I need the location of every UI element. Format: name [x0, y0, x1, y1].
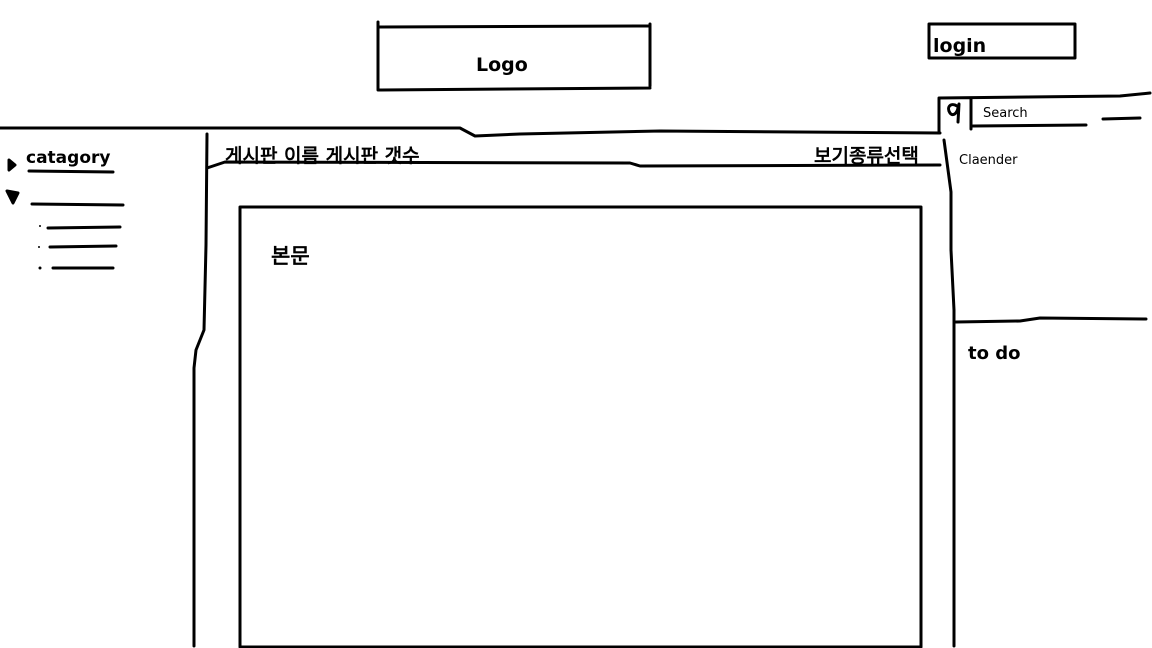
calendar-label: Claender [959, 153, 1018, 168]
todo-label: to do [968, 343, 1021, 364]
search-input[interactable] [974, 101, 1095, 126]
content-area[interactable] [242, 209, 919, 645]
bullet-dot-icon [39, 225, 41, 227]
logo-text: Logo [476, 54, 528, 76]
todo-panel[interactable] [957, 372, 1147, 644]
category-sub-item[interactable] [46, 218, 122, 232]
bullet-dot-icon [38, 266, 42, 270]
board-name-and-count: 게시판 이름 게시판 갯수 [225, 145, 420, 167]
category-item[interactable] [30, 190, 126, 208]
right-column-divider [942, 138, 956, 648]
right-panel-divider [954, 316, 1148, 324]
login-button-label: login [933, 35, 987, 57]
category-label[interactable]: catagory [26, 148, 111, 168]
category-sub-item[interactable] [46, 238, 122, 252]
calendar-panel[interactable] [957, 172, 1147, 316]
bullet-dot-icon [38, 246, 40, 248]
search-icon[interactable] [941, 99, 971, 130]
header-divider [0, 126, 942, 138]
category-sub-item[interactable] [50, 259, 120, 273]
view-type-selector[interactable]: 보기종류선택 [814, 145, 919, 167]
expanded-triangle-icon [5, 189, 20, 205]
category-underline [27, 169, 115, 174]
collapsed-triangle-icon [7, 158, 17, 172]
left-column-divider [192, 132, 209, 648]
content-label: 본문 [271, 244, 310, 268]
